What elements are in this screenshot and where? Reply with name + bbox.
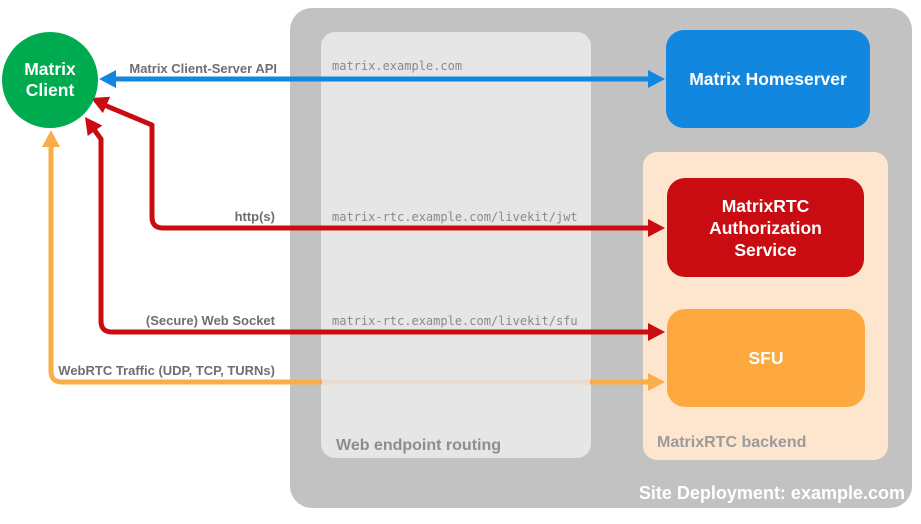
webrtc-traffic-arrow-label: WebRTC Traffic (UDP, TCP, TURNs) [58, 363, 275, 378]
matrix-client-node: Matrix Client [2, 32, 98, 128]
websocket-arrow-label: (Secure) Web Socket [145, 313, 275, 328]
sfu-node: SFU [667, 309, 865, 407]
csapi-arrowhead-left-icon [99, 70, 116, 88]
matrix-client-label-line1: Matrix [24, 59, 76, 79]
matrix-homeserver-label: Matrix Homeserver [689, 68, 847, 89]
webrtc-arrowhead-up-icon [42, 130, 60, 147]
matrix-homeserver-node: Matrix Homeserver [666, 30, 870, 128]
site-deployment-label: Site Deployment: example.com [638, 483, 905, 503]
sfu-label: SFU [748, 347, 784, 368]
endpoint-url-livekit-jwt: matrix-rtc.example.com/livekit/jwt [332, 210, 578, 224]
web-endpoint-routing-label: Web endpoint routing [336, 437, 502, 454]
endpoint-url-homeserver: matrix.example.com [332, 59, 463, 73]
https-arrow-label: http(s) [234, 209, 275, 224]
web-endpoint-routing-container [321, 32, 591, 458]
matrixrtc-auth-service-node: MatrixRTC Authorization Service [667, 178, 864, 277]
matrixrtc-backend-label: MatrixRTC backend [657, 434, 807, 451]
endpoint-url-livekit-sfu: matrix-rtc.example.com/livekit/sfu [332, 314, 578, 328]
auth-service-label-line3: Service [734, 239, 797, 260]
matrix-client-label-line2: Client [25, 80, 75, 100]
client-server-api-arrow-label: Matrix Client-Server API [129, 61, 277, 76]
auth-service-label-line1: MatrixRTC [721, 195, 810, 216]
auth-service-label-line2: Authorization [709, 217, 822, 238]
